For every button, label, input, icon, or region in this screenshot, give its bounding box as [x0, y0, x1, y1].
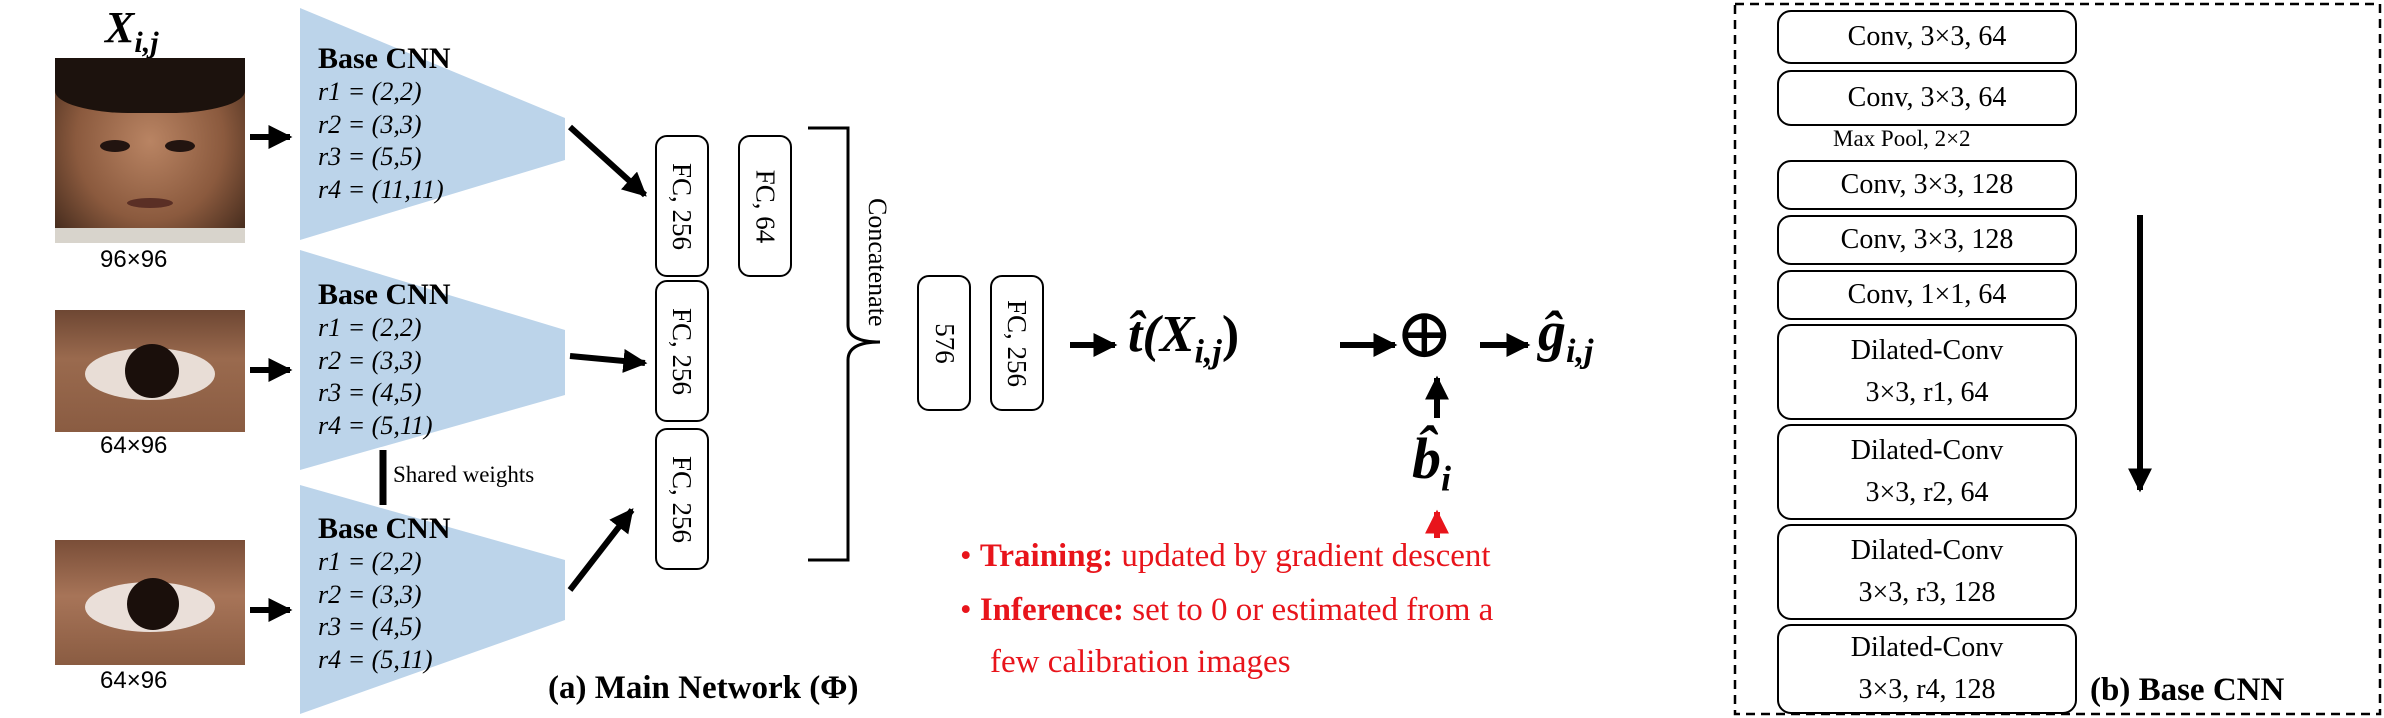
dilation-param: r3 = (5,5): [318, 141, 451, 174]
shared-weights-label: Shared weights: [393, 462, 534, 488]
eye-image-2: [55, 540, 245, 665]
dilation-param: r4 = (5,11): [318, 410, 451, 443]
dilation-param: r1 = (2,2): [318, 312, 451, 345]
caption-main-network: (a) Main Network (Φ): [548, 670, 859, 707]
dilation-param: r2 = (3,3): [318, 345, 451, 378]
caption-base-cnn: (b) Base CNN: [2090, 672, 2284, 709]
input-label: Xi,j: [105, 2, 159, 60]
arrow-cnn2-to-fc: [570, 356, 645, 363]
base-cnn-label-face: Base CNN r1 = (2,2) r2 = (3,3) r3 = (5,5…: [318, 42, 451, 206]
g-hat-expression: ĝi,j: [1538, 300, 1593, 371]
b-hat-expression: b̂i: [1412, 425, 1451, 500]
face-image: [55, 58, 245, 243]
layer-conv-2: Conv, 3×3, 64: [1777, 70, 2077, 126]
fc-eye2-256: FC, 256: [655, 428, 709, 570]
concatenate-label-wrap: Concatenate: [892, 198, 893, 199]
face-resolution: 96×96: [100, 246, 167, 274]
fc-eye1-256: FC, 256: [655, 280, 709, 422]
base-cnn-title: Base CNN: [318, 512, 451, 546]
plus-operator: ⊕: [1395, 300, 1454, 370]
t-hat-expression: t̂(Xi,j): [1128, 305, 1239, 371]
dilation-param: r3 = (4,5): [318, 611, 451, 644]
base-cnn-label-eye2: Base CNN r1 = (2,2) r2 = (3,3) r3 = (4,5…: [318, 512, 451, 676]
eye-image-1: [55, 310, 245, 432]
arrow-cnn3-to-fc: [570, 510, 632, 590]
base-cnn-label-eye1: Base CNN r1 = (2,2) r2 = (3,3) r3 = (4,5…: [318, 278, 451, 442]
arrow-cnn1-to-fc: [570, 127, 645, 195]
note-inference: • Inference: set to 0 or estimated from …: [960, 592, 1493, 629]
note-inference-cont: few calibration images: [990, 644, 1291, 681]
layer-conv-1x1: Conv, 1×1, 64: [1777, 270, 2077, 320]
layer-conv-3: Conv, 3×3, 128: [1777, 160, 2077, 210]
dilation-param: r2 = (3,3): [318, 109, 451, 142]
eye1-resolution: 64×96: [100, 432, 167, 460]
max-pool-label: Max Pool, 2×2: [1833, 126, 1971, 152]
dilation-param: r4 = (5,11): [318, 644, 451, 677]
fc-face-64: FC, 64: [738, 135, 792, 277]
layer-conv-4: Conv, 3×3, 128: [1777, 215, 2077, 265]
fc-face-256: FC, 256: [655, 135, 709, 277]
concat-576: 576: [917, 275, 971, 411]
concatenate-brace: [808, 128, 880, 560]
layer-conv-1: Conv, 3×3, 64: [1777, 10, 2077, 64]
note-training: • Training: updated by gradient descent: [960, 538, 1491, 575]
concatenate-label: Concatenate: [862, 198, 892, 199]
base-cnn-title: Base CNN: [318, 42, 451, 76]
fc-final-256: FC, 256: [990, 275, 1044, 411]
eye2-resolution: 64×96: [100, 667, 167, 695]
dilation-param: r2 = (3,3): [318, 579, 451, 612]
dilation-param: r1 = (2,2): [318, 546, 451, 579]
base-cnn-title: Base CNN: [318, 278, 451, 312]
dilation-param: r1 = (2,2): [318, 76, 451, 109]
dilation-param: r3 = (4,5): [318, 377, 451, 410]
dilation-param: r4 = (11,11): [318, 174, 451, 207]
